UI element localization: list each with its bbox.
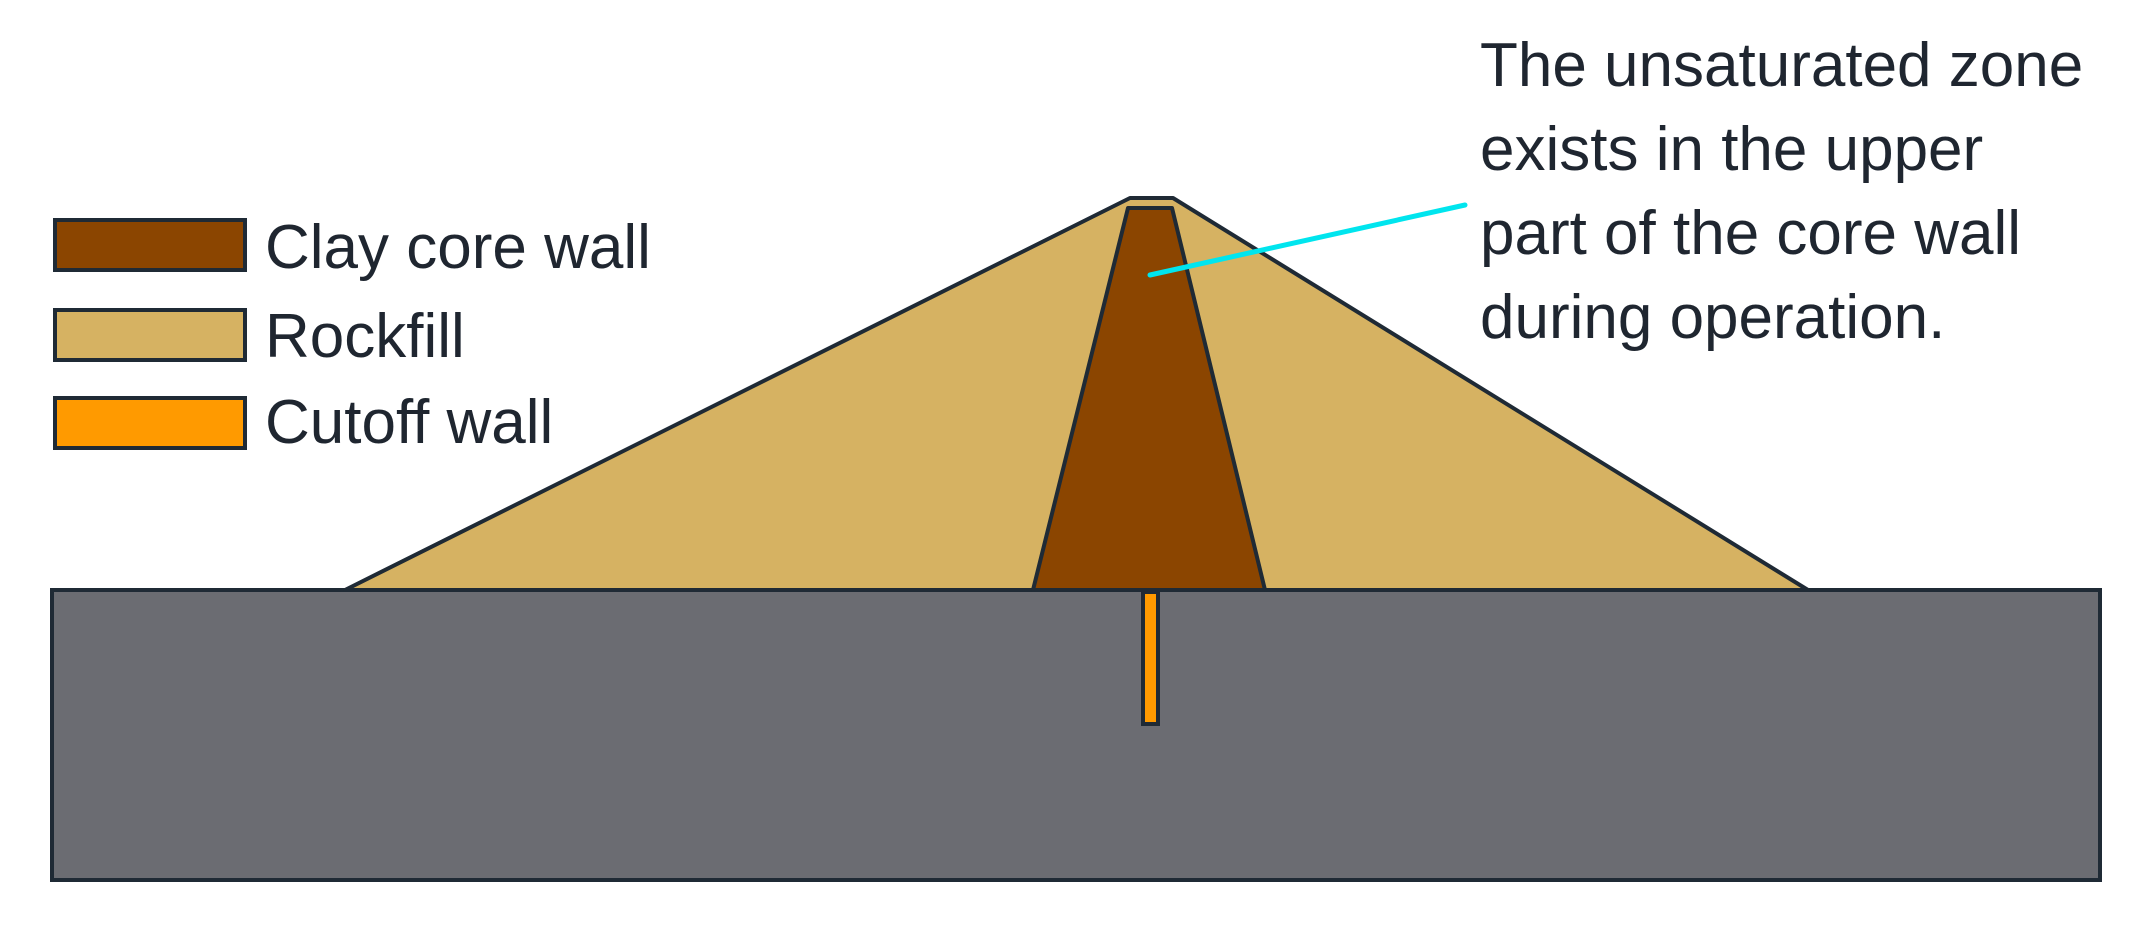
clay-core-wall <box>1031 206 1267 592</box>
legend-label-clay-core-wall: Clay core wall <box>265 213 651 282</box>
legend-label-cutoff-wall: Cutoff wall <box>265 388 553 457</box>
cutoff-wall <box>1141 590 1160 726</box>
annotation-line-2: exists in the upper <box>1480 115 1983 184</box>
legend-label-rockfill: Rockfill <box>265 302 465 371</box>
annotation: The unsaturated zone exists in the upper… <box>1480 31 2083 352</box>
legend-swatch-rockfill <box>53 308 247 362</box>
annotation-line-1: The unsaturated zone <box>1480 31 2083 100</box>
foundation-block <box>50 588 2102 882</box>
annotation-line-3: part of the core wall <box>1480 199 2021 268</box>
legend: Clay core wall Rockfill Cutoff wall <box>53 213 651 457</box>
rockfill-shell <box>343 196 1810 592</box>
callout-line <box>1147 202 1468 278</box>
legend-swatch-cutoff-wall <box>53 396 247 450</box>
legend-swatch-clay-core-wall <box>53 218 247 272</box>
annotation-line-4: during operation. <box>1480 283 1945 352</box>
